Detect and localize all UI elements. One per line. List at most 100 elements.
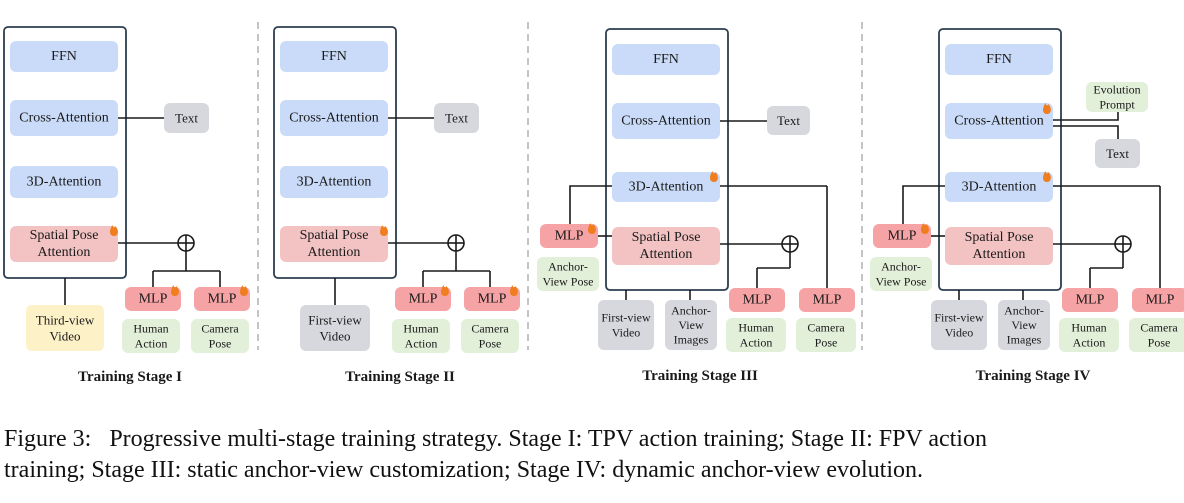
cross-attention-block-box	[280, 100, 388, 136]
mlp-camera-block-label: MLP	[813, 293, 842, 308]
cross-attention-block-box	[945, 103, 1053, 139]
ffn-block-label: FFN	[986, 52, 1012, 67]
figure-caption: Figure 3: Progressive multi-stage traini…	[4, 424, 1184, 486]
human-action-input-label: Action	[405, 336, 438, 350]
anchor-view-images-input-label: Anchor-	[1004, 303, 1044, 317]
spatial-pose-attention-block-label: Spatial Pose	[632, 230, 701, 245]
human-action-input-box	[726, 318, 786, 352]
spatial-pose-attention-block-label: Attention	[38, 245, 91, 260]
stage-title: Training Stage I	[78, 369, 182, 385]
ffn-block-label: FFN	[321, 49, 347, 64]
camera-pose-input-box	[1129, 318, 1184, 352]
flame-icon	[171, 285, 179, 296]
anchor-view-images-input-label: Images	[1007, 333, 1042, 347]
mlp-human-block-box	[729, 288, 785, 312]
mlp-anchor-block-label: MLP	[888, 229, 917, 244]
evolution-prompt-input-box	[1086, 82, 1148, 112]
camera-pose-input-box	[191, 319, 249, 353]
text-input-label: Text	[777, 113, 800, 128]
camera-pose-input-label: Pose	[815, 335, 838, 349]
connector-line	[902, 185, 945, 224]
camera-pose-input-label: Camera	[201, 322, 239, 336]
video-input-label: Third-view	[36, 313, 95, 328]
anchor-view-images-input-label: View	[678, 318, 704, 332]
3d-attention-block-label: 3D-Attention	[27, 175, 102, 190]
mlp-human-block-label: MLP	[409, 292, 438, 307]
anchor-view-images-input-label: Images	[674, 333, 709, 347]
human-action-input-label: Human	[403, 322, 438, 336]
video-input-label: First-view	[601, 311, 651, 325]
spatial-pose-attention-block-box	[945, 227, 1053, 265]
spatial-pose-attention-block-box	[612, 227, 720, 265]
caption-line-1: Figure 3: Progressive multi-stage traini…	[4, 426, 987, 452]
mlp-human-block-label: MLP	[139, 292, 168, 307]
camera-pose-input-label: Pose	[1148, 335, 1171, 349]
mlp-camera-block-box	[194, 287, 250, 311]
flame-icon	[710, 171, 718, 182]
video-input-label: Video	[320, 328, 351, 343]
camera-pose-input-label: Pose	[479, 336, 502, 350]
text-input-label: Text	[445, 111, 468, 126]
anchor-view-pose-input-box	[537, 257, 599, 291]
caption-line-2: training; Stage III: static anchor-view …	[4, 457, 923, 483]
text-input-box	[434, 103, 479, 133]
human-action-input-box	[392, 319, 450, 353]
video-input-label: Video	[945, 325, 974, 339]
text-input-box	[1095, 139, 1140, 168]
anchor-view-images-input-label: Anchor-	[671, 303, 711, 317]
flame-icon	[240, 285, 248, 296]
flame-icon	[510, 285, 518, 296]
text-input-label: Text	[175, 111, 198, 126]
video-input-box	[26, 305, 104, 351]
flame-icon	[1043, 103, 1051, 114]
spatial-pose-attention-block-label: Spatial Pose	[300, 228, 369, 243]
mlp-human-block-box	[125, 287, 181, 311]
stage-title: Training Stage II	[345, 369, 455, 385]
video-input-label: Video	[50, 328, 81, 343]
video-input-label: First-view	[934, 311, 984, 325]
ffn-block-box	[10, 41, 118, 72]
stage-title: Training Stage IV	[976, 368, 1091, 384]
spatial-pose-attention-block-label: Spatial Pose	[965, 230, 1034, 245]
ffn-block-label: FFN	[653, 52, 679, 67]
anchor-view-pose-input-label: View Pose	[876, 274, 927, 288]
video-input-box	[300, 305, 370, 351]
3d-attention-block-label: 3D-Attention	[297, 175, 372, 190]
connector-line	[569, 185, 612, 224]
camera-pose-input-label: Camera	[807, 321, 845, 335]
mlp-anchor-block-box	[540, 224, 598, 248]
camera-pose-input-label: Camera	[1140, 321, 1178, 335]
anchor-view-images-input-label: View	[1011, 318, 1037, 332]
cross-attention-block-box	[10, 100, 118, 136]
human-action-input-label: Action	[135, 336, 168, 350]
cross-attention-block-label: Cross-Attention	[19, 111, 108, 126]
ffn-block-box	[280, 41, 388, 72]
stage-title: Training Stage III	[642, 368, 758, 384]
connector-line	[1053, 125, 1119, 139]
human-action-input-box	[122, 319, 180, 353]
3d-attention-block-box	[945, 172, 1053, 202]
camera-pose-input-box	[461, 319, 519, 353]
evolution-prompt-input-label: Evolution	[1093, 83, 1140, 97]
cross-attention-block-label: Cross-Attention	[621, 114, 710, 129]
spatial-pose-attention-block-label: Spatial Pose	[30, 228, 99, 243]
mlp-camera-block-label: MLP	[208, 292, 237, 307]
flame-icon	[441, 285, 449, 296]
spatial-pose-attention-block-label: Attention	[640, 247, 693, 262]
text-input-label: Text	[1106, 146, 1129, 161]
3d-attention-block-label: 3D-Attention	[962, 180, 1037, 195]
mlp-human-block-label: MLP	[743, 293, 772, 308]
cross-attention-block-box	[612, 103, 720, 139]
mlp-human-block-box	[395, 287, 451, 311]
human-action-input-label: Human	[133, 322, 168, 336]
transformer-block-frame	[938, 28, 1062, 291]
anchor-view-pose-input-label: Anchor-	[881, 260, 921, 274]
mlp-human-block-label: MLP	[1076, 293, 1105, 308]
transformer-block-frame	[605, 28, 729, 291]
flame-icon	[921, 223, 929, 234]
text-input-box	[767, 106, 810, 135]
video-input-label: First-view	[308, 313, 362, 328]
flame-icon	[380, 225, 388, 236]
